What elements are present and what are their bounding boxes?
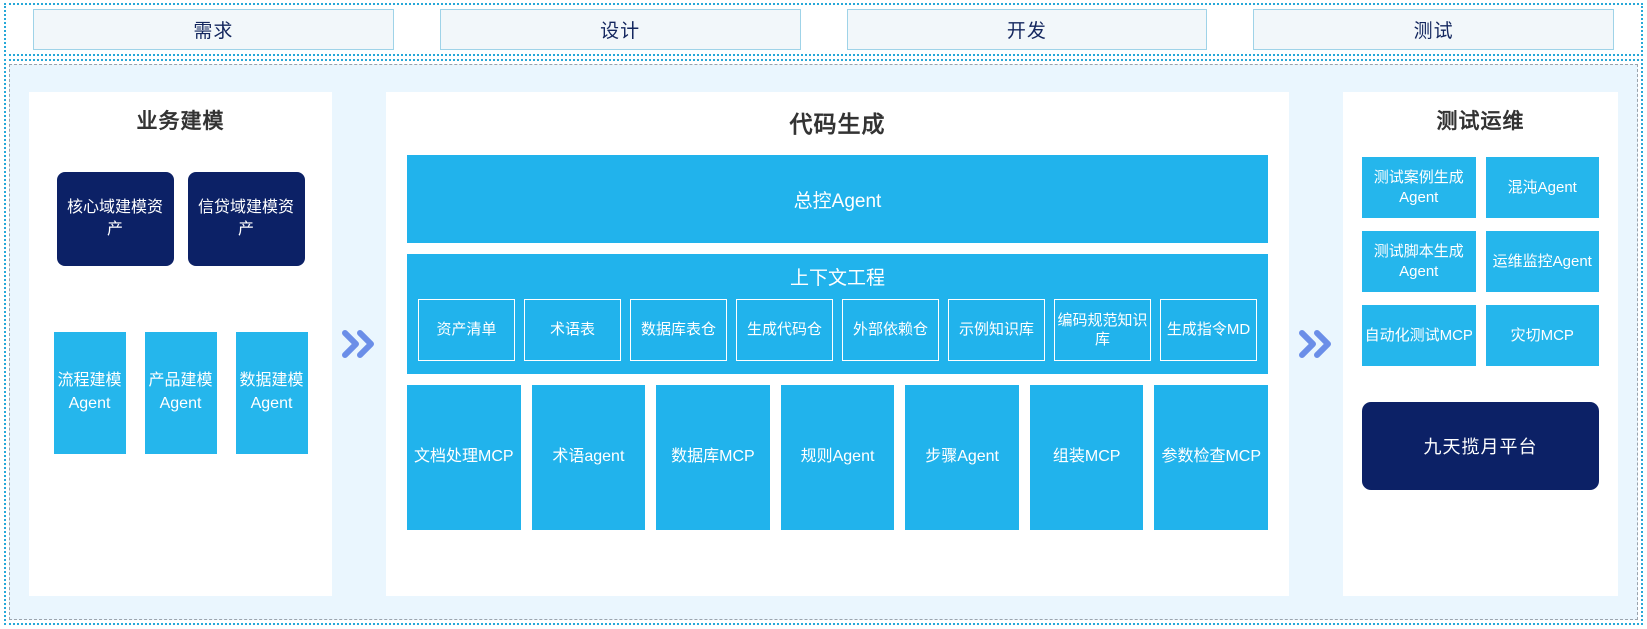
panel-business-modeling: 业务建模 核心域建模资产 信贷域建模资产 流程建模Agent 产品建模Agent… — [29, 92, 332, 596]
tool-card-database-mcp[interactable]: 数据库MCP — [656, 385, 770, 530]
code-generation-tool-row: 文档处理MCP 术语agent 数据库MCP 规则Agent 步骤Agent 组… — [407, 385, 1269, 530]
platform-card-jiutian-lanyue[interactable]: 九天揽月平台 — [1362, 402, 1599, 490]
context-chip-coding-standard-knowledge-base[interactable]: 编码规范知识库 — [1054, 299, 1151, 361]
diagram-body: 业务建模 核心域建模资产 信贷域建模资产 流程建模Agent 产品建模Agent… — [9, 64, 1638, 620]
stage-tab-label: 设计 — [600, 21, 641, 42]
stage-tab-development[interactable]: 开发 — [846, 9, 1208, 50]
tool-card-document-processing-mcp[interactable]: 文档处理MCP — [407, 385, 521, 530]
context-chip-external-dependency-repo[interactable]: 外部依赖仓 — [842, 299, 939, 361]
business-agent-group: 流程建模Agent 产品建模Agent 数据建模Agent — [29, 332, 332, 454]
panel-title-test-operations: 测试运维 — [1436, 110, 1525, 133]
context-chip-example-knowledge-base[interactable]: 示例知识库 — [948, 299, 1045, 361]
context-chip-generated-code-repo[interactable]: 生成代码仓 — [736, 299, 833, 361]
card-disaster-switch-mcp[interactable]: 灾切MCP — [1485, 305, 1599, 366]
agent-card-process-modeling[interactable]: 流程建模Agent — [53, 332, 126, 454]
context-engineering-title: 上下文工程 — [789, 268, 885, 289]
double-chevron-right-icon — [342, 329, 376, 359]
stage-tab-testing[interactable]: 测试 — [1253, 9, 1614, 50]
stage-tab-label: 开发 — [1006, 21, 1047, 42]
flow-separator-left — [332, 92, 386, 596]
context-chip-db-table-repo[interactable]: 数据库表仓 — [630, 299, 727, 361]
context-chip-glossary[interactable]: 术语表 — [524, 299, 621, 361]
double-chevron-right-icon — [1299, 329, 1333, 359]
context-chip-asset-inventory[interactable]: 资产清单 — [418, 299, 515, 361]
code-generation-stack: 总控Agent 上下文工程 资产清单 术语表 数据库表仓 生成代码仓 外部依赖仓… — [386, 155, 1289, 530]
stage-strip: 需求 设计 开发 测试 — [4, 3, 1643, 56]
panel-title-code-generation: 代码生成 — [789, 111, 886, 137]
panel-code-generation: 代码生成 总控Agent 上下文工程 资产清单 术语表 数据库表仓 生成代码仓 … — [386, 92, 1289, 596]
card-automated-test-mcp[interactable]: 自动化测试MCP — [1362, 305, 1476, 366]
diagram-body-outer-border: 业务建模 核心域建模资产 信贷域建模资产 流程建模Agent 产品建模Agent… — [4, 59, 1643, 625]
flow-separator-right — [1289, 92, 1343, 596]
card-test-script-generation-agent[interactable]: 测试脚本生成Agent — [1362, 231, 1476, 292]
card-chaos-agent[interactable]: 混沌Agent — [1485, 157, 1599, 218]
tool-card-glossary-agent[interactable]: 术语agent — [531, 385, 646, 530]
tool-card-assembly-mcp[interactable]: 组装MCP — [1029, 385, 1144, 530]
master-agent-bar[interactable]: 总控Agent — [407, 155, 1268, 243]
agent-card-data-modeling[interactable]: 数据建模Agent — [235, 332, 308, 454]
tool-card-step-agent[interactable]: 步骤Agent — [905, 385, 1019, 530]
context-chip-row: 资产清单 术语表 数据库表仓 生成代码仓 外部依赖仓 示例知识库 编码规范知识库… — [407, 299, 1268, 361]
stage-tab-label: 需求 — [193, 21, 234, 42]
tool-card-rule-agent[interactable]: 规则Agent — [780, 385, 895, 530]
business-asset-group: 核心域建模资产 信贷域建模资产 — [29, 172, 332, 266]
asset-card-credit-domain[interactable]: 信贷域建模资产 — [187, 172, 305, 266]
panel-test-operations: 测试运维 测试案例生成Agent 混沌Agent 测试脚本生成Agent 运维监… — [1343, 92, 1618, 596]
panel-title-business-modeling: 业务建模 — [136, 110, 225, 133]
stage-tab-requirements[interactable]: 需求 — [33, 9, 394, 50]
card-test-case-generation-agent[interactable]: 测试案例生成Agent — [1362, 157, 1476, 218]
agent-card-product-modeling[interactable]: 产品建模Agent — [144, 332, 217, 454]
context-engineering-block: 上下文工程 资产清单 术语表 数据库表仓 生成代码仓 外部依赖仓 示例知识库 编… — [407, 254, 1268, 374]
tool-card-parameter-check-mcp[interactable]: 参数检查MCP — [1154, 385, 1269, 530]
stage-tab-design[interactable]: 设计 — [439, 9, 801, 50]
asset-card-core-domain[interactable]: 核心域建模资产 — [56, 172, 174, 266]
card-ops-monitoring-agent[interactable]: 运维监控Agent — [1485, 231, 1599, 292]
stage-tab-label: 测试 — [1413, 21, 1454, 42]
context-chip-generation-instruction-md[interactable]: 生成指令MD — [1160, 299, 1257, 361]
test-operations-card-grid: 测试案例生成Agent 混沌Agent 测试脚本生成Agent 运维监控Agen… — [1343, 157, 1618, 366]
